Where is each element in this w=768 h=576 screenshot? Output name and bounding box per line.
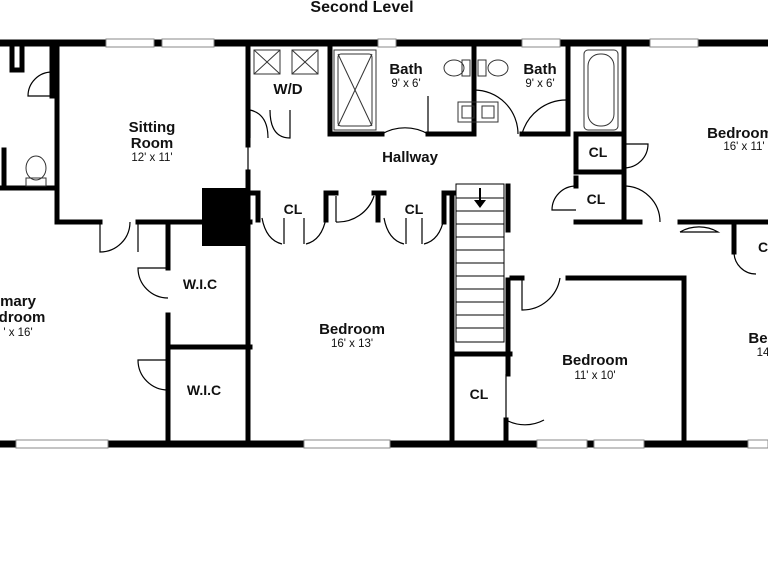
bedroom-far-right-label: Be bbox=[748, 330, 767, 347]
windows-top bbox=[105, 38, 699, 48]
bedroom-center-right-dims: 11' x 10' bbox=[574, 370, 615, 382]
arrow-down-icon bbox=[474, 188, 486, 208]
wd-label: W/D bbox=[273, 81, 302, 98]
wic-lower-label: W.I.C bbox=[187, 382, 221, 398]
bath-left-dims: 9' x 6' bbox=[391, 78, 420, 90]
fixtures bbox=[25, 49, 619, 187]
interior-walls bbox=[0, 43, 768, 443]
bedroom-center-label: Bedroom bbox=[319, 321, 385, 338]
bath-left-label: Bath bbox=[389, 61, 422, 78]
bedroom-top-right-dims: 16' x 11' bbox=[723, 141, 764, 153]
exterior-walls bbox=[0, 39, 768, 448]
cl-mid-right-label: CL bbox=[587, 191, 606, 207]
bath-right-dims: 9' x 6' bbox=[525, 78, 554, 90]
bath-right-label: Bath bbox=[523, 61, 556, 78]
primary-bedroom-dims: ' x 16' bbox=[3, 327, 32, 339]
sitting-room-label-2: Room bbox=[131, 135, 174, 152]
bedroom-far-right-dims: 14 bbox=[757, 347, 768, 359]
plan-title: Second Level bbox=[310, 0, 413, 16]
chimney-block bbox=[202, 188, 250, 246]
bedroom-center-right-label: Bedroom bbox=[562, 352, 628, 369]
primary-bedroom-label-2: droom bbox=[0, 309, 45, 326]
cl-bed-left-label: CL bbox=[284, 201, 303, 217]
sitting-room-label-1: Sitting bbox=[129, 119, 176, 136]
sitting-room-dims: 12' x 11' bbox=[131, 152, 172, 164]
cl-bed-right-label: CL bbox=[405, 201, 424, 217]
primary-bedroom-label-1: mary bbox=[0, 293, 37, 310]
bedroom-center-dims: 16' x 13' bbox=[331, 338, 373, 350]
staircase bbox=[455, 183, 505, 343]
bedroom-top-right-label: Bedroom bbox=[707, 125, 768, 142]
doors bbox=[27, 71, 757, 426]
cl-stair-label: CL bbox=[470, 386, 489, 402]
windows-bottom bbox=[15, 439, 768, 449]
wic-upper-label: W.I.C bbox=[183, 276, 217, 292]
cl-far-right-label: C bbox=[758, 239, 768, 255]
hallway-label: Hallway bbox=[382, 149, 439, 166]
room-labels: mary droom ' x 16' Sitting Room 12' x 11… bbox=[0, 61, 768, 402]
cl-top-right-label: CL bbox=[589, 144, 608, 160]
